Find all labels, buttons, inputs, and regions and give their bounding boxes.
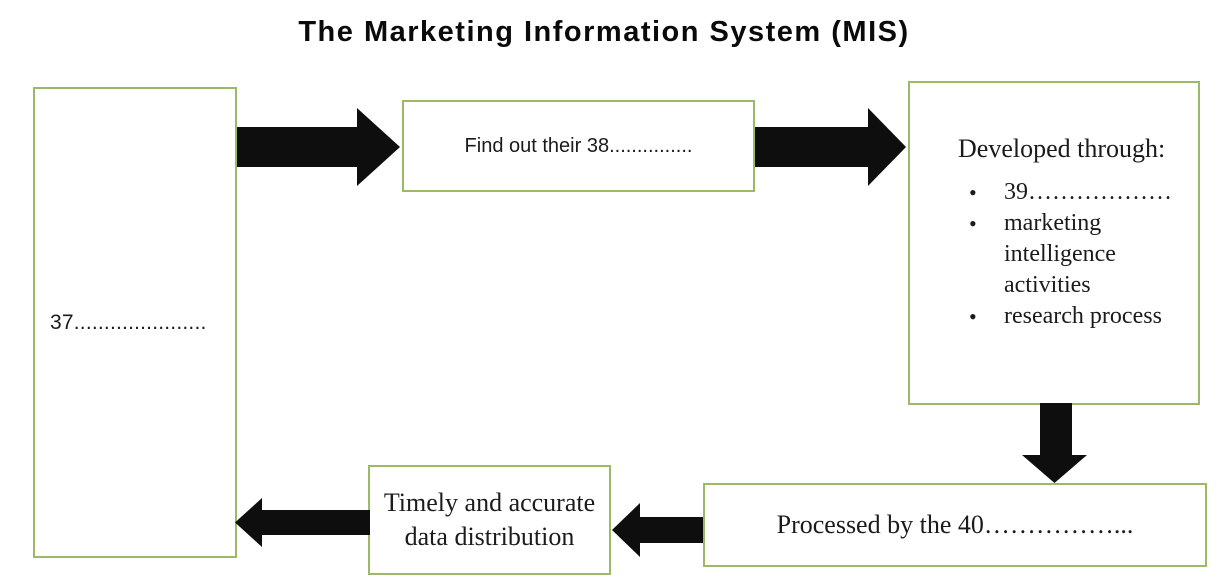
list-item: • 39……………… (958, 177, 1184, 208)
arrow-right-38-to-developed-icon (755, 108, 906, 186)
arrow-left-40-to-timely-icon (612, 503, 703, 557)
box-40-label: Processed by the 40……………... (776, 510, 1134, 539)
bullet-icon: • (969, 304, 977, 329)
box-developed-through: Developed through: • 39……………… • marketin… (908, 81, 1200, 405)
bullet-icon: • (969, 180, 977, 205)
bullet-research-process-label: research process (1004, 303, 1162, 329)
developed-through-heading: Developed through: (958, 134, 1166, 163)
timely-distribution-label: Timely and accurate data distribution (383, 488, 596, 551)
list-item: • marketing intelligence activities (958, 208, 1184, 301)
box-37-blank: 37...................... (33, 87, 237, 558)
bullet-marketing-intelligence-label: marketing intelligence activities (1004, 210, 1116, 298)
box-38-find-out: Find out their 38............... (402, 100, 755, 192)
box-38-label: Find out their 38............... (464, 134, 693, 157)
box-40-processed: Processed by the 40……………... (703, 483, 1207, 567)
box-37-label: 37...................... (50, 310, 207, 334)
bullet-icon: • (969, 211, 977, 236)
arrow-down-developed-to-40-icon (1022, 403, 1087, 483)
list-item: • research process (958, 301, 1184, 332)
developed-through-list: • 39……………… • marketing intelligence acti… (958, 177, 1184, 332)
bullet-39-label: 39……………… (1004, 179, 1172, 205)
box-timely-distribution: Timely and accurate data distribution (368, 465, 611, 575)
arrow-left-timely-to-37-icon (235, 498, 370, 547)
diagram-title: The Marketing Information System (MIS) (298, 16, 910, 48)
arrow-right-37-to-38-icon (237, 108, 400, 186)
